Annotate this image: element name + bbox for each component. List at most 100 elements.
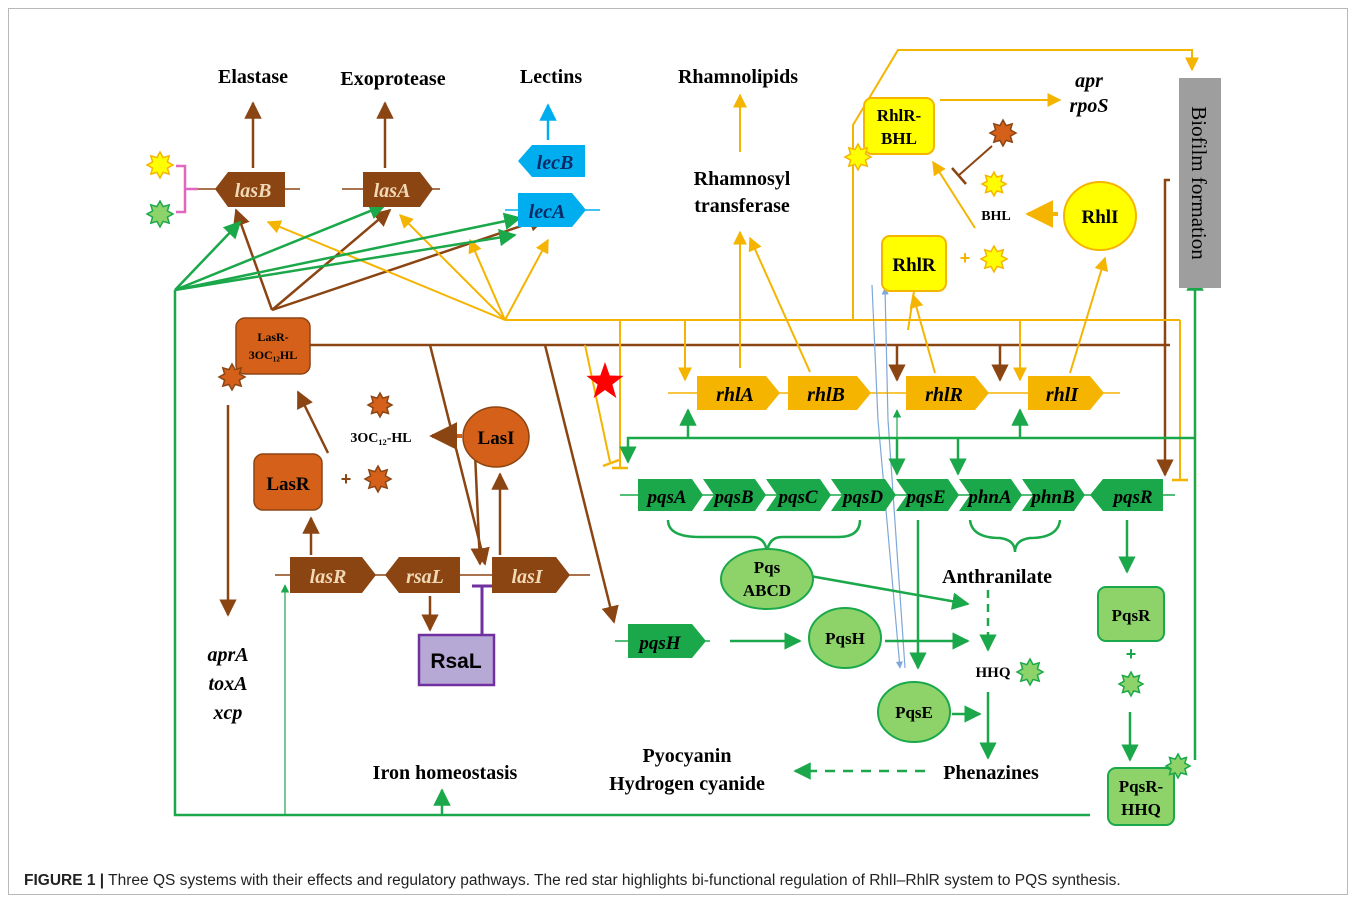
caption-label: FIGURE 1 | bbox=[24, 872, 105, 889]
3oc12hl-label: 3OC₁₂-HL bbox=[350, 431, 411, 446]
lectins-label: Lectins bbox=[520, 66, 582, 88]
rhl-connectors bbox=[266, 49, 1199, 482]
phenazines-label: Phenazines bbox=[943, 762, 1039, 784]
lasr-3oc12hl-label-1: LasR- bbox=[257, 330, 288, 344]
leca-gene bbox=[518, 193, 586, 227]
pqsr-gene bbox=[1090, 479, 1163, 511]
figure-caption: FIGURE 1 | Three QS systems with their e… bbox=[24, 872, 1344, 890]
rhlb-gene-label: rhlB bbox=[807, 384, 845, 406]
biofilm-box bbox=[1179, 78, 1221, 288]
yellow-bhl-icon bbox=[980, 170, 1008, 198]
rhli-gene bbox=[1028, 376, 1104, 410]
lasr-protein-label: LasR bbox=[266, 474, 310, 495]
rhli-protein bbox=[1063, 181, 1137, 251]
iron-homeostasis-label: Iron homeostasis bbox=[373, 762, 518, 784]
rhamnolipids-label: Rhamnolipids bbox=[678, 66, 798, 88]
apr-label: apr bbox=[1075, 70, 1103, 92]
pqsa-gene bbox=[638, 479, 703, 511]
orange-3oc12hl-icon bbox=[366, 391, 394, 419]
rhli-gene-label: rhlI bbox=[1046, 384, 1079, 406]
rsal-gene bbox=[385, 557, 460, 593]
pqsb-gene bbox=[703, 479, 766, 511]
pyocyanin-label: Pyocyanin bbox=[643, 745, 732, 767]
yellow-bhl-icon bbox=[843, 142, 873, 172]
yellow-bhl-icon bbox=[979, 244, 1009, 274]
phnb-gene bbox=[1022, 479, 1085, 511]
pqs-abcd-protein bbox=[720, 548, 814, 610]
pqs-abcd-label-2: ABCD bbox=[743, 581, 791, 600]
lasa-gene bbox=[363, 172, 433, 207]
pqse-protein-label: PqsE bbox=[895, 703, 933, 722]
xcp-label: xcp bbox=[213, 702, 243, 724]
lasi-protein bbox=[462, 406, 530, 468]
pqse-gene-label: pqsE bbox=[904, 487, 945, 508]
lasi-gene bbox=[492, 557, 570, 593]
apra-label: aprA bbox=[207, 644, 248, 666]
pqsr-hhq-label-2: HHQ bbox=[1121, 800, 1161, 819]
pqsd-gene-label: pqsD bbox=[841, 487, 883, 508]
plus-sign-rhl: + bbox=[960, 248, 971, 268]
red-star-icon bbox=[586, 362, 624, 399]
lasr-gene-label: lasR bbox=[310, 566, 347, 588]
yellow-ahl-icon bbox=[145, 150, 175, 180]
green-hhq-icon bbox=[1117, 670, 1145, 698]
lasb-gene bbox=[215, 172, 285, 207]
rhli-protein-label: RhlI bbox=[1082, 207, 1119, 228]
rhlr-bhl-label-1: RhlR- bbox=[877, 106, 922, 125]
rsal-repression bbox=[472, 584, 492, 635]
rhlr-protein-label: RhlR bbox=[892, 255, 936, 276]
orange-3oc12hl-icon bbox=[363, 464, 393, 494]
pqsh-gene bbox=[628, 624, 706, 658]
pqsa-gene-label: pqsA bbox=[645, 487, 686, 508]
rhlr-bhl-complex bbox=[863, 97, 935, 155]
figure-frame bbox=[8, 8, 1348, 895]
plus-sign-las: + bbox=[341, 469, 352, 489]
caption-text: Three QS systems with their effects and … bbox=[104, 872, 1121, 889]
pqsh-protein-label: PqsH bbox=[825, 629, 865, 648]
green-hhq-icon bbox=[1015, 657, 1045, 687]
hhq-label: HHQ bbox=[975, 665, 1010, 681]
anthranilate-label: Anthranilate bbox=[942, 566, 1052, 588]
pqsc-gene bbox=[766, 479, 831, 511]
bhl-label: BHL bbox=[981, 209, 1011, 224]
orange-3oc12hl-icon bbox=[988, 118, 1018, 148]
rhla-gene bbox=[697, 376, 780, 410]
plus-sign-pqs: + bbox=[1126, 644, 1137, 664]
lasr-3oc12hl-label-2: 3OC₁₂HL bbox=[249, 348, 298, 362]
pqsh-protein bbox=[808, 607, 882, 669]
rhlr-gene bbox=[906, 376, 989, 410]
rhlr-bhl-label-2: BHL bbox=[881, 129, 917, 148]
rhla-gene-label: rhlA bbox=[716, 384, 754, 406]
lasb-gene-label: lasB bbox=[235, 180, 272, 202]
signal-molecules bbox=[145, 118, 1192, 780]
lecb-gene-label: lecB bbox=[537, 152, 574, 174]
pqsr-gene-label: pqsR bbox=[1111, 487, 1152, 508]
rhlr-gene-label: rhlR bbox=[925, 384, 963, 406]
pqsb-gene-label: pqsB bbox=[712, 487, 753, 508]
rhlb-gene bbox=[788, 376, 871, 410]
pqse-protein bbox=[877, 681, 951, 743]
lasa-gene-label: lasA bbox=[374, 180, 411, 202]
combined-bracket bbox=[176, 164, 198, 214]
hydrogen-cyanide-label: Hydrogen cyanide bbox=[609, 773, 765, 795]
lasr-gene bbox=[290, 557, 376, 593]
phnb-gene-label: phnB bbox=[1029, 487, 1074, 508]
pqsr-hhq-label-1: PqsR- bbox=[1119, 777, 1164, 796]
biofilm-label: Biofilm formation bbox=[1187, 106, 1211, 260]
toxa-label: toxA bbox=[209, 673, 248, 695]
lasi-protein-label: LasI bbox=[478, 428, 515, 449]
lasr-3oc12hl-complex bbox=[235, 317, 311, 375]
rsal-protein bbox=[417, 633, 496, 687]
pqse-rhl-connectors bbox=[871, 284, 906, 669]
transferase-label: transferase bbox=[694, 195, 790, 217]
rpos-label: rpoS bbox=[1070, 95, 1109, 117]
pqse-gene bbox=[896, 479, 959, 511]
pqsh-gene-label: pqsH bbox=[637, 633, 681, 654]
rhamnosyl-label: Rhamnosyl bbox=[694, 168, 791, 190]
exoprotease-label: Exoprotease bbox=[340, 68, 445, 90]
pqsr-protein-label: PqsR bbox=[1112, 606, 1151, 625]
lecb-gene bbox=[518, 145, 585, 177]
rsal-gene-label: rsaL bbox=[406, 566, 444, 588]
orange-3oc12hl-icon bbox=[217, 362, 247, 392]
